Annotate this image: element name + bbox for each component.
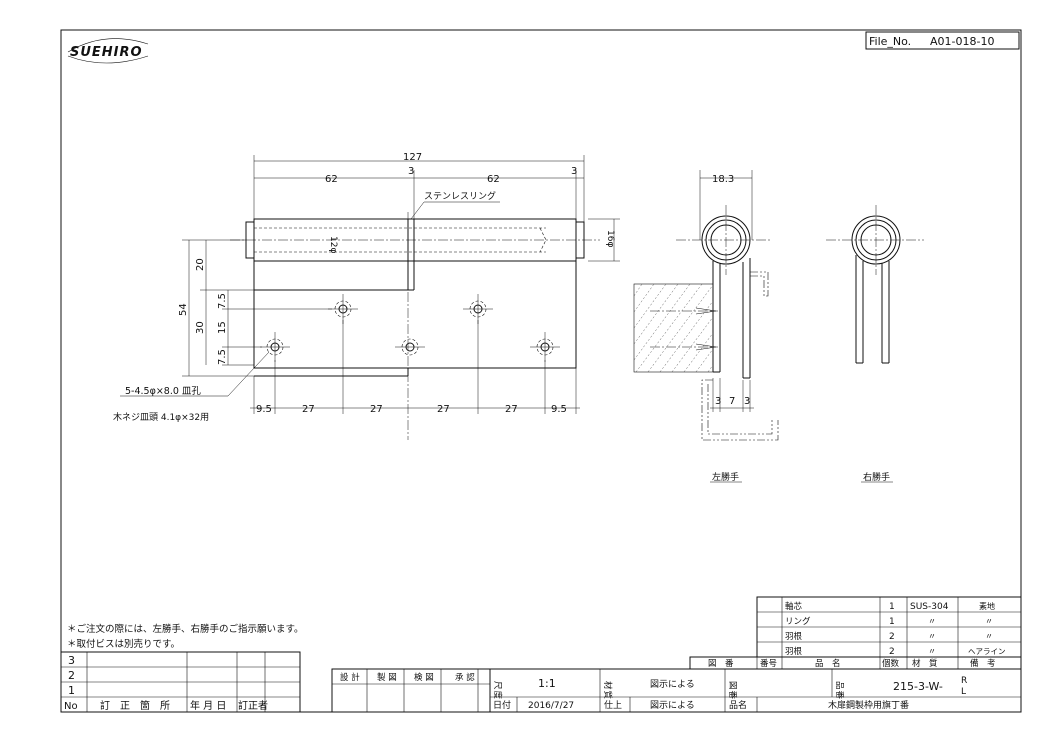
part-qty: 2: [889, 632, 895, 642]
part-qty: 1: [889, 617, 895, 627]
stamp-label-drafting: 製 図: [377, 672, 397, 683]
parts-header-name: 品 名: [815, 658, 841, 669]
revision-header-person: 訂正者: [238, 699, 268, 712]
label-right-hand: 右勝手: [863, 471, 890, 483]
revision-row-number: 3: [68, 654, 75, 667]
dim-side-width: 18.3: [712, 174, 734, 185]
finish-label: 仕上: [604, 699, 622, 711]
material-label: 材質: [602, 681, 613, 700]
part-qty: 1: [889, 602, 895, 612]
revision-row-number: 1: [68, 684, 75, 697]
revision-table: [60, 651, 301, 713]
dim-side-3a: 3: [715, 396, 721, 407]
parts-header-drawing-no: 図 番: [708, 658, 734, 669]
hand-right-code: R: [961, 676, 967, 686]
parts-header-remark: 備 考: [970, 658, 996, 669]
note-hand-instruction: ＊ご注文の際には、左勝手、右勝手のご指示願います。: [67, 623, 304, 635]
scale-value: 1:1: [538, 677, 556, 690]
part-name: 羽根: [785, 646, 803, 657]
stainless-ring-note: ステンレスリング: [424, 190, 496, 202]
hole-spec-note: 5-4.5φ×8.0 皿孔: [125, 386, 201, 397]
part-name: リング: [785, 616, 811, 627]
part-qty: 2: [889, 647, 895, 657]
file-number: A01-018-10: [930, 35, 994, 48]
product-number: 215-3-W-: [893, 680, 943, 693]
revision-header-no: No: [64, 701, 78, 712]
revision-header-date: 年 月 日: [190, 699, 226, 712]
part-material: 〃: [928, 647, 936, 656]
screw-hole: [328, 294, 358, 324]
product-name-label: 品名: [729, 699, 747, 711]
product-name: 木扉鋼製枠用旗丁番: [828, 699, 909, 711]
dim-height-7-5-top: 7.5: [217, 293, 228, 309]
sheet-border: [60, 29, 1022, 713]
parts-header-number: 番号: [760, 658, 777, 669]
screw-spec-note: 木ネジ皿頭 4.1φ×32用: [113, 411, 209, 423]
note-screws-sold-separately: ＊取付ビスは別売りです。: [67, 638, 180, 650]
side-view-left-hand: [633, 170, 779, 483]
stamp-label-checking: 検 図: [414, 672, 434, 683]
part-remark: 〃: [985, 632, 993, 641]
parts-header-material: 材 質: [912, 658, 938, 669]
date-value: 2016/7/27: [528, 701, 574, 711]
file-label: File_No.: [869, 35, 911, 48]
dim-pitch-27: 27: [437, 404, 450, 415]
scale-label: 尺度: [492, 681, 503, 700]
file-number-box: [865, 31, 1020, 50]
revision-row-number: 2: [68, 669, 75, 682]
part-material: 〃: [928, 632, 936, 641]
title-block: [331, 668, 1022, 713]
pitch-dimensions: [250, 320, 580, 414]
dim-total-length: 127: [403, 152, 422, 163]
svg-text:SUEHIRO: SUEHIRO: [70, 45, 143, 60]
dim-pin-diameter: 12φ: [328, 236, 338, 253]
part-remark: 素地: [979, 601, 995, 611]
screw-hole: [260, 332, 290, 362]
dim-height-7-5-bottom: 7.5: [217, 349, 228, 365]
revision-header-location: 訂 正 箇 所: [100, 699, 170, 712]
label-left-hand: 左勝手: [712, 471, 739, 483]
dim-pitch-27: 27: [302, 404, 315, 415]
dim-height-30: 30: [195, 321, 206, 334]
dim-pitch-27: 27: [505, 404, 518, 415]
dim-gap2: 3: [571, 166, 577, 177]
screw-hole: [395, 338, 425, 356]
drawing-no-label: 図番: [727, 681, 738, 700]
product-no-label: 品番: [834, 681, 845, 700]
dim-height-54: 54: [178, 303, 189, 316]
front-view: [230, 155, 600, 440]
screw-hole: [463, 294, 493, 324]
parts-list-table: [689, 596, 1022, 670]
parts-header-qty: 個数: [882, 658, 900, 669]
dim-side-7: 7: [729, 396, 735, 407]
dim-pitch-27: 27: [370, 404, 383, 415]
stamp-label-approval: 承 認: [455, 672, 475, 683]
part-material: 〃: [928, 617, 936, 626]
part-material: SUS-304: [910, 602, 949, 612]
dim-knuckle-diameter: 16φ: [605, 230, 615, 247]
dim-side-3b: 3: [744, 396, 750, 407]
dim-gap1: 3: [408, 166, 414, 177]
date-label: 日付: [493, 700, 511, 711]
side-view-right-hand: [826, 205, 924, 483]
hand-left-code: L: [961, 687, 966, 697]
dim-pitch-9-5-left: 9.5: [256, 404, 272, 415]
screw-hole: [530, 332, 560, 362]
hinge-leaf: [253, 260, 577, 369]
stamp-label-design: 設 計: [340, 672, 360, 683]
part-name: 羽根: [785, 631, 803, 642]
vertical-dimensions: [182, 239, 332, 377]
dim-height-20: 20: [195, 258, 206, 271]
dim-left-leaf: 62: [325, 174, 338, 185]
dim-height-15: 15: [217, 321, 228, 334]
dim-right-leaf: 62: [487, 174, 500, 185]
part-remark: 〃: [985, 617, 993, 626]
finish-value: 図示による: [650, 700, 695, 711]
dim-pitch-9-5-right: 9.5: [551, 404, 567, 415]
suehiro-logo: SUEHIRO: [67, 38, 149, 64]
part-remark: ヘアライン: [968, 647, 1006, 656]
part-name: 軸芯: [785, 601, 803, 612]
material-value: 図示による: [650, 679, 695, 690]
